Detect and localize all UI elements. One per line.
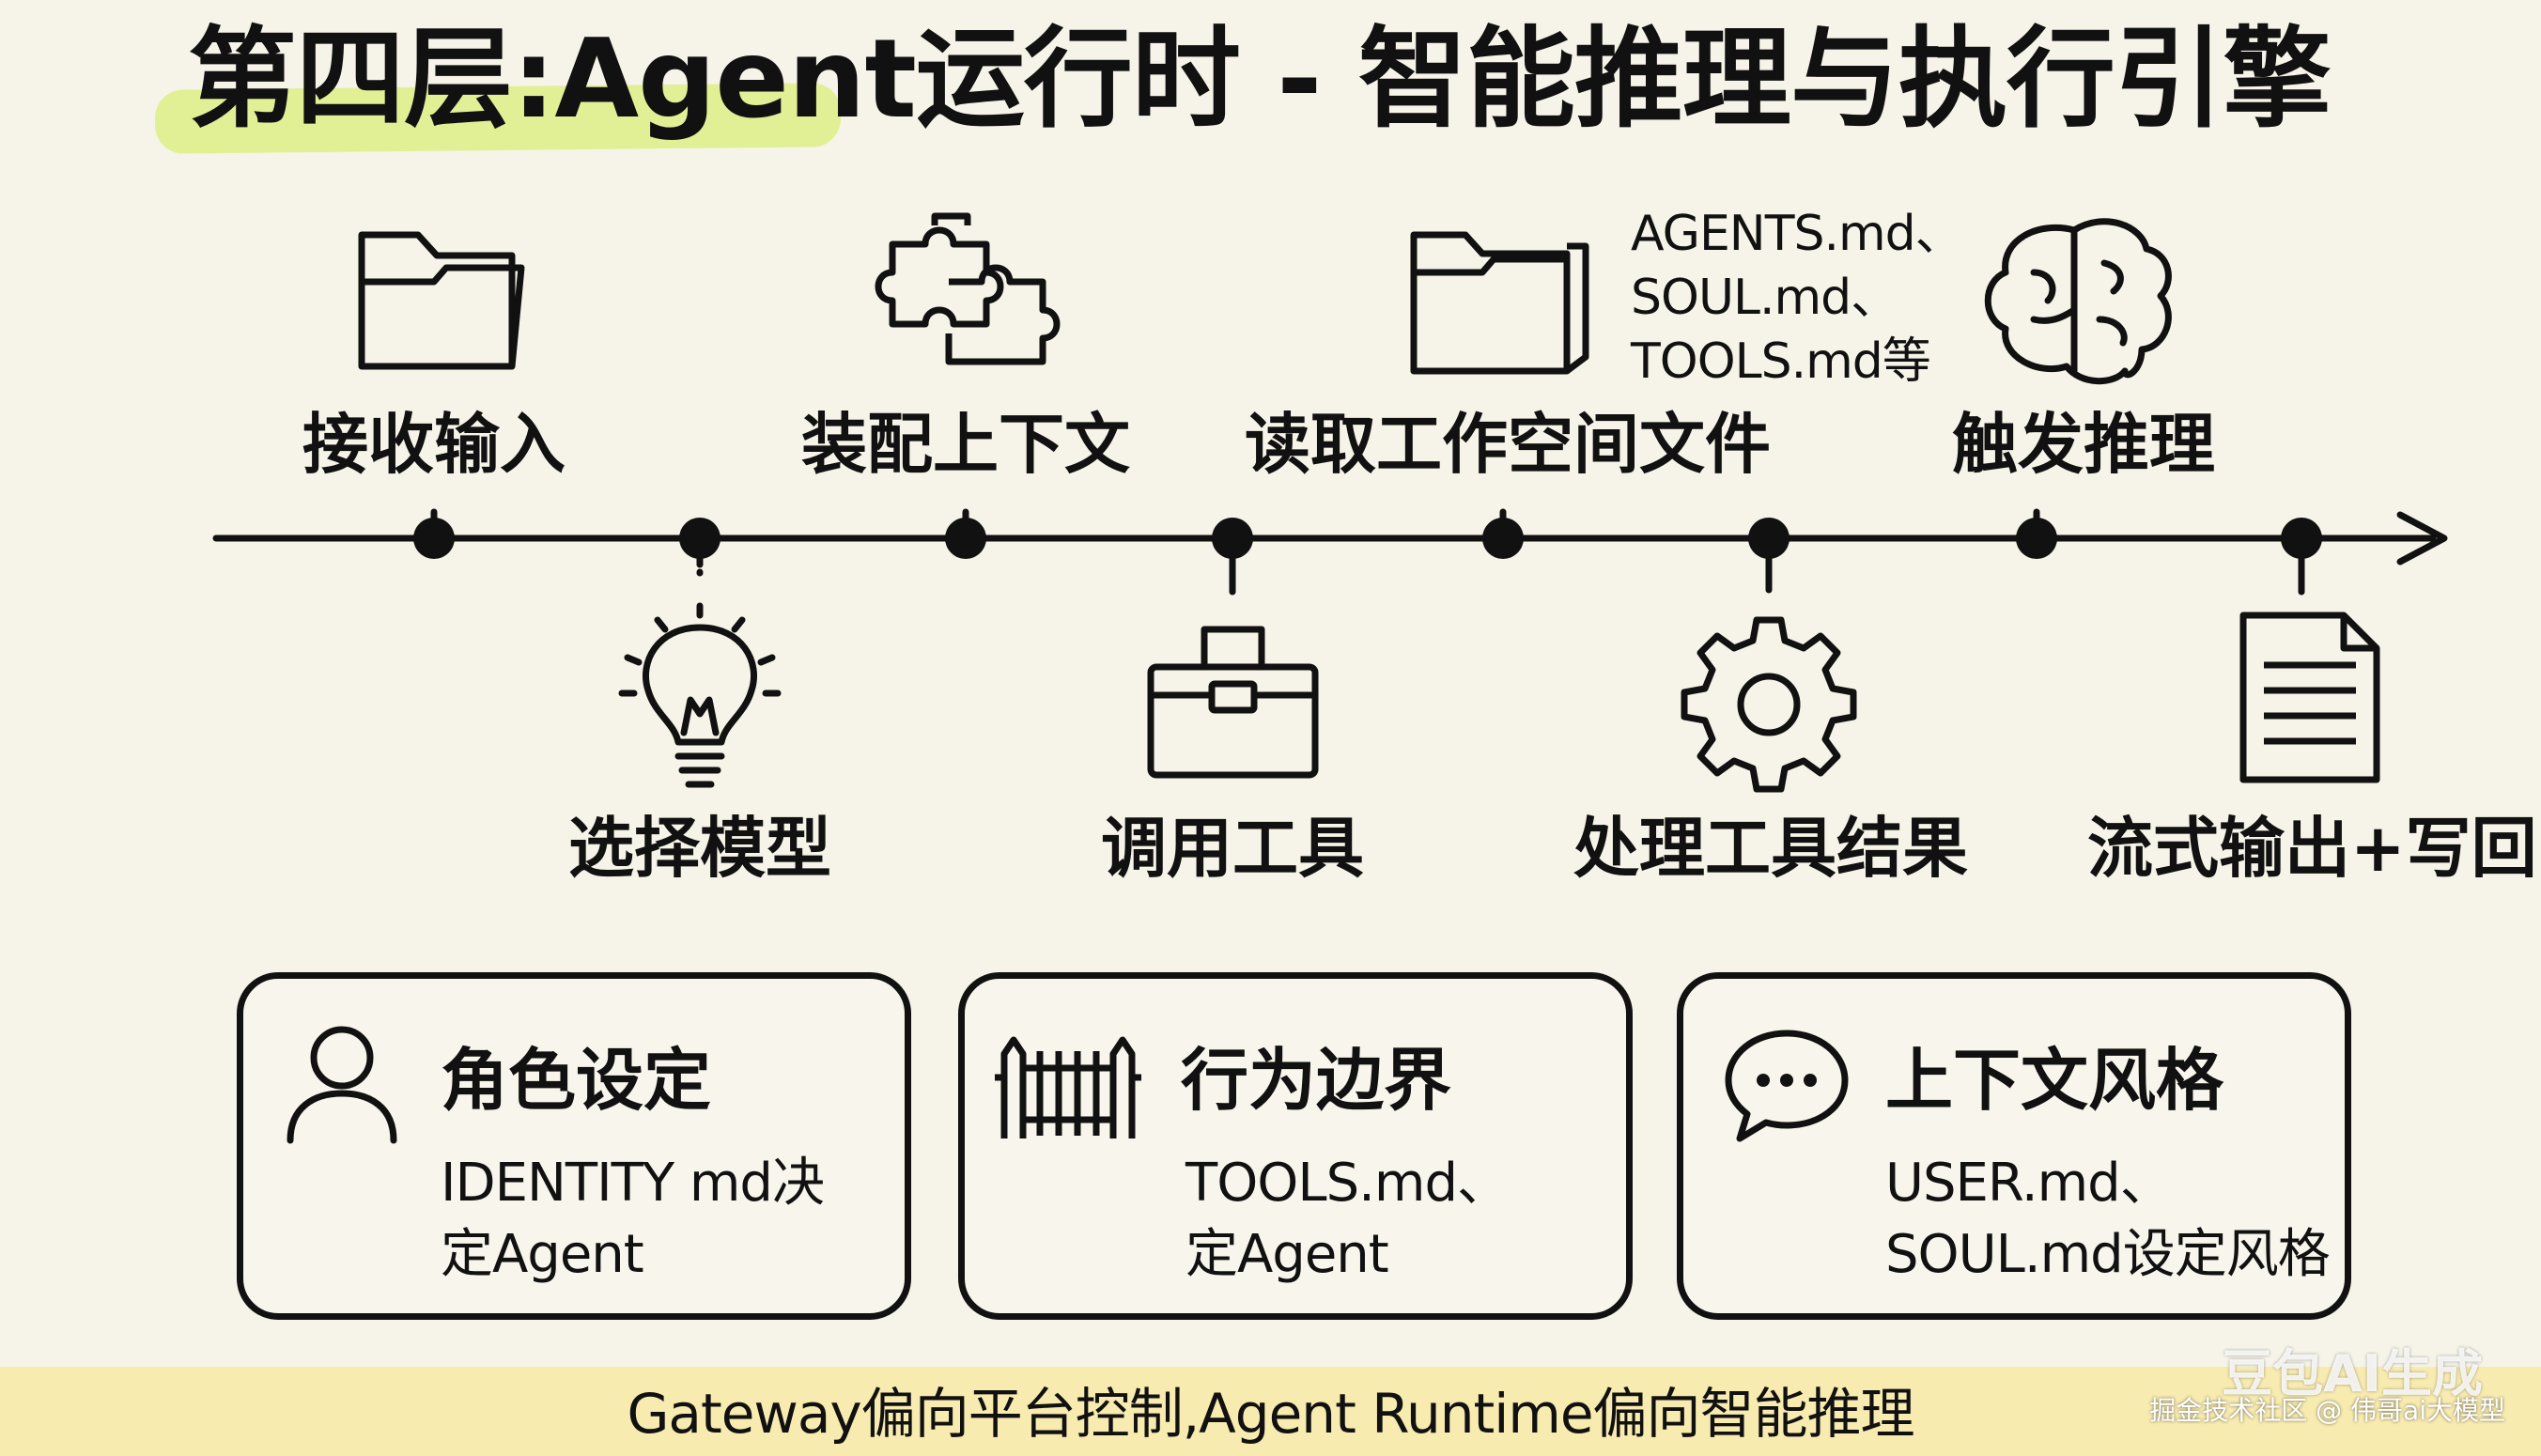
card-title: 行为边界: [1181, 1041, 1452, 1120]
note-line: SOUL.md、: [1631, 270, 1899, 326]
gear-icon: [1681, 616, 1857, 793]
timeline-node: [2016, 518, 2057, 559]
card-role: 角色设定 IDENTITY md决 定Agent: [237, 972, 911, 1320]
step-label-process-results: 处理工具结果: [1573, 810, 1968, 887]
toolbox-icon: [1147, 626, 1319, 779]
folder-icon: [358, 231, 525, 370]
card-description: TOOLS.md、 定Agent: [1185, 1148, 1510, 1291]
timeline-node: [2281, 518, 2322, 559]
card-desc-line: USER.md、: [1885, 1153, 2173, 1214]
lightbulb-icon: [618, 602, 782, 788]
card-title: 角色设定: [441, 1041, 712, 1120]
workspace-files-note: AGENTS.md、 SOUL.md、 TOOLS.md等: [1631, 202, 1964, 394]
timeline-node: [413, 518, 455, 559]
document-icon: [2239, 612, 2380, 783]
step-label-select-model: 选择模型: [568, 810, 831, 887]
fence-icon: [995, 1036, 1141, 1138]
watermark-credit: 掘金技术社区 @ 伟哥ai大模型: [2149, 1395, 2505, 1426]
timeline-node: [679, 518, 720, 559]
timeline-node: [1482, 518, 1524, 559]
card-desc-line: IDENTITY md决: [441, 1153, 825, 1214]
card-description: IDENTITY md决 定Agent: [441, 1148, 825, 1291]
person-icon: [287, 1026, 397, 1144]
step-label-trigger-inference: 触发推理: [1952, 406, 2215, 483]
note-line: AGENTS.md、: [1631, 206, 1964, 262]
timeline-arrowhead: [2396, 511, 2448, 565]
card-behavior: 行为边界 TOOLS.md、 定Agent: [958, 972, 1633, 1320]
card-context-style: 上下文风格 USER.md、 SOUL.md设定风格: [1677, 972, 2351, 1320]
brain-icon: [1984, 218, 2172, 385]
card-description: USER.md、 SOUL.md设定风格: [1885, 1148, 2331, 1291]
timeline-node: [1748, 518, 1790, 559]
step-label-call-tool: 调用工具: [1101, 810, 1364, 887]
step-label-read-workspace: 读取工作空间文件: [1245, 406, 1771, 483]
footer-text: Gateway偏向平台控制,Agent Runtime偏向智能推理: [627, 1382, 1914, 1446]
card-desc-line: 定Agent: [1185, 1224, 1389, 1285]
card-desc-line: SOUL.md设定风格: [1885, 1224, 2331, 1285]
folders-icon: [1410, 231, 1589, 375]
timeline-node: [945, 518, 986, 559]
card-desc-line: TOOLS.md、: [1185, 1153, 1510, 1214]
step-label-stream-output: 流式输出+写回: [2087, 810, 2537, 887]
chat-bubble-icon: [1725, 1030, 1849, 1142]
footer-banner: Gateway偏向平台控制,Agent Runtime偏向智能推理: [0, 1367, 2541, 1456]
title-area: 第四层:Agent运行时 - 智能推理与执行引擎: [0, 0, 2541, 188]
card-desc-line: 定Agent: [441, 1224, 644, 1285]
note-line: TOOLS.md等: [1631, 333, 1931, 390]
step-label-assemble-context: 装配上下文: [801, 406, 1130, 483]
puzzle-icon: [875, 212, 1061, 365]
page-title: 第四层:Agent运行时 - 智能推理与执行引擎: [188, 16, 2332, 143]
step-label-receive-input: 接收输入: [302, 406, 566, 483]
watermark-brand: 豆包AI生成: [2222, 1344, 2483, 1403]
timeline-node: [1212, 518, 1253, 559]
card-title: 上下文风格: [1885, 1041, 2224, 1120]
